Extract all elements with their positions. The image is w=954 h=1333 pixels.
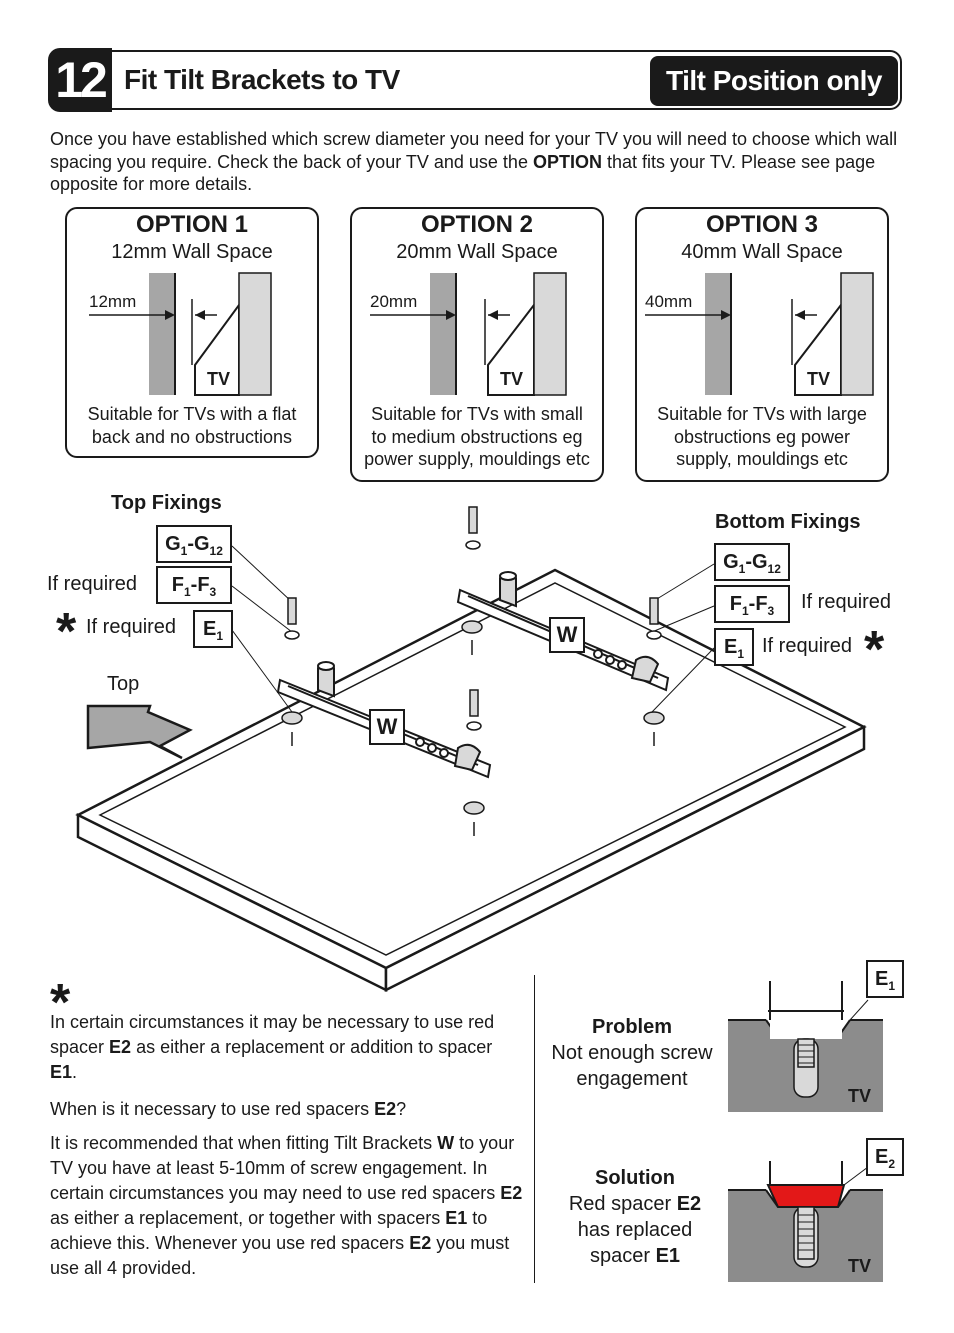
solution-title: Solution (595, 1167, 675, 1189)
spacing-label: 40mm (645, 292, 693, 311)
part-e1-left: E1 (193, 610, 233, 648)
bracket-w-label-right: W (549, 617, 585, 653)
wall-spacing-diagram (89, 272, 272, 396)
if-required-f-right: If required (801, 591, 892, 613)
solution-text: Solution Red spacer E2 has replaced spac… (540, 1165, 730, 1269)
wall-spacing-diagram (370, 272, 567, 396)
tv-assembly-illustration (75, 506, 867, 993)
option-subtitle: 20mm Wall Space (396, 241, 558, 263)
tv-label: TV (207, 369, 231, 389)
asterisk-marker-left: * (56, 603, 77, 661)
top-fixings-label: Top Fixings (111, 492, 222, 514)
note-paragraph-2: When is it necessary to use red spacers … (50, 1099, 407, 1119)
part-e2-solution: E2 (866, 1138, 904, 1176)
column-divider (534, 975, 535, 1283)
wall-spacing-diagram (645, 272, 874, 396)
notes-asterisk: * (50, 974, 71, 1032)
asterisk-marker-right: * (864, 621, 885, 679)
part-f1-f3-left: F1-F3 (156, 566, 232, 604)
red-spacer-e2 (766, 1184, 846, 1208)
step-number: 12 (48, 48, 112, 112)
tv-label: TV (807, 369, 831, 389)
tilt-position-badge: Tilt Position only (650, 56, 898, 106)
option-subtitle: 12mm Wall Space (111, 241, 273, 263)
solution-diagram (728, 1161, 883, 1282)
option-title: OPTION 1 (135, 211, 249, 238)
spacing-label: 20mm (370, 292, 418, 311)
part-g1-g12-right: G1-G12 (714, 543, 790, 581)
option-3-box: OPTION 3 40mm Wall Space 40mm TV Suitabl… (635, 207, 889, 482)
part-g1-g12-left: G1-G12 (156, 525, 232, 563)
problem-diagram (728, 981, 883, 1112)
option-title: OPTION 2 (420, 211, 534, 238)
spacing-label: 12mm (89, 292, 137, 311)
bottom-fixings-label: Bottom Fixings (715, 511, 861, 533)
note-paragraph-1: In certain circumstances it may be neces… (50, 1012, 495, 1082)
bracket-w-label-left: W (369, 709, 405, 745)
note-paragraph-3: It is recommended that when fitting Tilt… (50, 1133, 523, 1278)
option-title: OPTION 3 (705, 211, 819, 238)
screw-stacks (281, 506, 665, 836)
option-2-box: OPTION 2 20mm Wall Space 20mm TV Suitabl… (350, 207, 604, 482)
tv-label: TV (848, 1256, 872, 1276)
if-required-e-right: If required (762, 635, 853, 657)
step-title: Fit Tilt Brackets to TV (124, 64, 400, 95)
tv-label: TV (848, 1086, 872, 1106)
intro-text: Once you have established which screw di… (50, 129, 898, 194)
option-subtitle: 40mm Wall Space (681, 241, 843, 263)
option-keyword: OPTION (532, 151, 602, 172)
if-required-f-left: If required (47, 573, 138, 595)
if-required-e-left: If required (86, 616, 177, 638)
tv-label: TV (500, 369, 524, 389)
part-e1-problem: E1 (866, 960, 904, 998)
top-label: Top (107, 673, 140, 695)
part-e1-right: E1 (714, 628, 754, 666)
top-direction-arrow (86, 704, 193, 760)
problem-title: Problem (591, 1016, 673, 1038)
part-f1-f3-right: F1-F3 (714, 585, 790, 623)
option-1-box: OPTION 1 12mm Wall Space 12mm TV Suitabl… (65, 207, 319, 458)
problem-text: Problem Not enough screw engagement (540, 1014, 724, 1092)
